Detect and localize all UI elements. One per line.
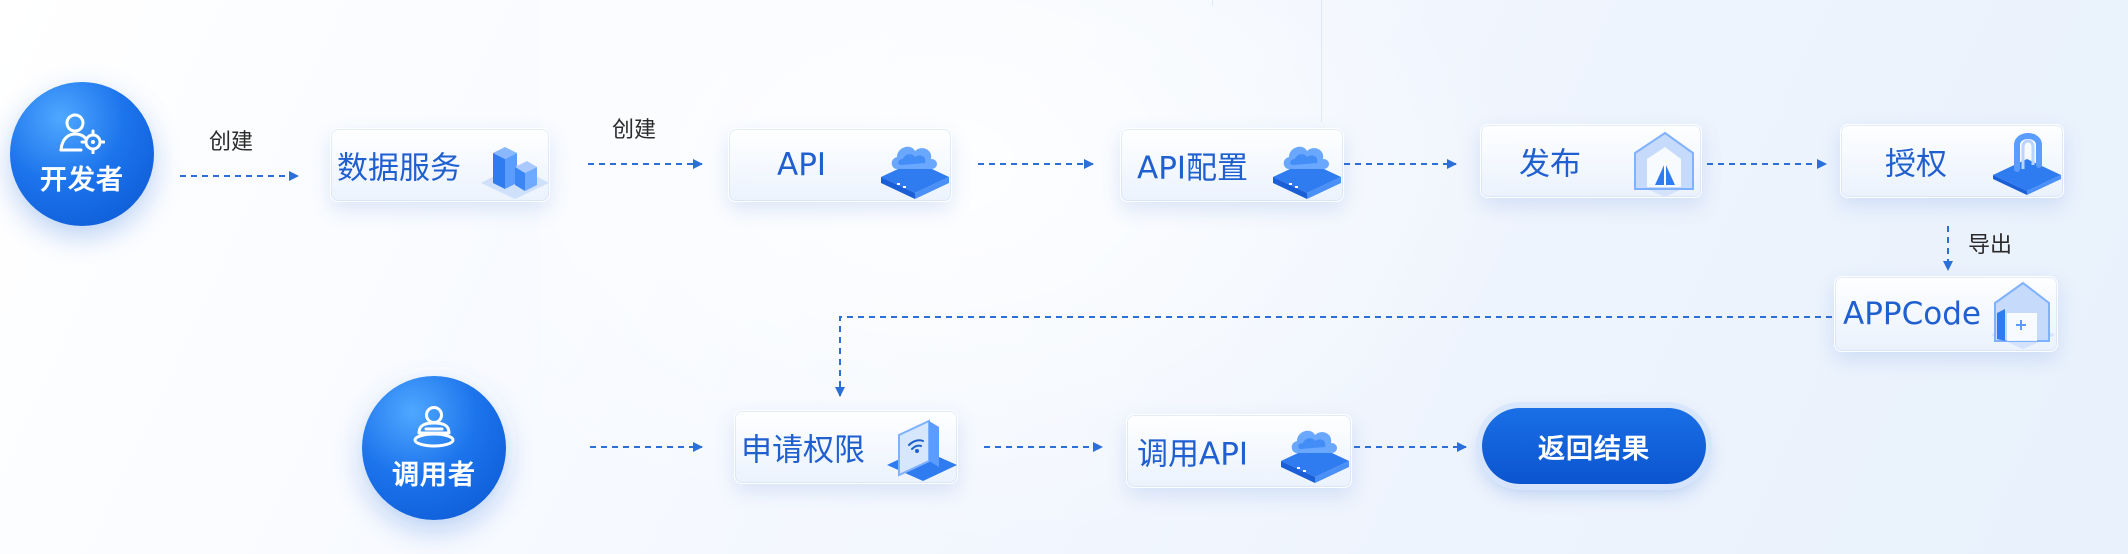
caller-role: 调用者 — [362, 376, 506, 520]
divider-line — [1212, 0, 1213, 6]
edge-label-export: 导出 — [1968, 233, 2013, 258]
cloud-server-icon — [1281, 430, 1349, 483]
node-publish: 发布 — [1480, 124, 1702, 198]
permission-device-icon — [887, 419, 957, 481]
cloud-server-icon — [881, 146, 949, 199]
node-appcode: APPCode — [1834, 276, 2058, 352]
node-api-config-label: API配置 — [1137, 150, 1249, 187]
developer-label: 开发者 — [40, 164, 124, 196]
node-authorize-label: 授权 — [1885, 146, 1947, 183]
arrow-appcode-to-apply-permission — [835, 316, 1832, 397]
edge-label-create: 创建 — [612, 118, 657, 143]
node-apply-permission: 申请权限 — [734, 410, 958, 484]
node-data-service-label: 数据服务 — [337, 150, 461, 187]
developer-settings-icon — [59, 113, 105, 154]
node-api-label: API — [777, 147, 827, 183]
developer-role: 开发者 — [10, 82, 154, 226]
node-call-api-label: 调用API — [1137, 436, 1249, 473]
caller-label: 调用者 — [392, 459, 476, 491]
return-result-label: 返回结果 — [1538, 433, 1650, 465]
node-appcode-label: APPCode — [1843, 296, 1981, 332]
node-api: API — [728, 128, 952, 202]
node-publish-label: 发布 — [1519, 146, 1581, 183]
publish-house-icon — [1633, 131, 1695, 197]
node-data-service: 数据服务 — [330, 128, 550, 202]
node-apply-permission-label: 申请权限 — [741, 432, 865, 469]
return-result-node: 返回结果 — [1482, 408, 1706, 484]
cloud-server-icon — [1273, 146, 1341, 199]
lock-authorize-icon — [1993, 133, 2061, 195]
node-authorize: 授权 — [1840, 124, 2064, 198]
building-blocks-icon — [481, 147, 549, 199]
edge-label-create: 创建 — [209, 130, 254, 155]
node-call-api: 调用API — [1126, 414, 1352, 488]
background-glow — [540, 0, 1540, 554]
node-api-config: API配置 — [1120, 128, 1344, 202]
caller-user-icon — [413, 405, 455, 447]
appcode-house-icon — [1991, 281, 2055, 349]
divider-line — [1321, 0, 1322, 122]
